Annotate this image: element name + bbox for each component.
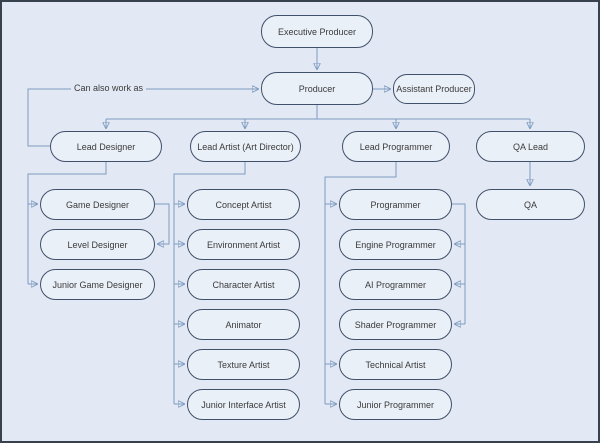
node-assistant-producer: Assistant Producer xyxy=(393,74,475,104)
node-animator: Animator xyxy=(187,309,300,340)
edge-programmer-trunk xyxy=(324,162,397,404)
node-programmer: Programmer xyxy=(339,189,452,220)
node-environment-artist: Environment Artist xyxy=(187,229,300,260)
edge-label-can-also-work-as: Can also work as xyxy=(71,83,147,94)
node-junior-programmer: Junior Programmer xyxy=(339,389,452,420)
node-qa: QA xyxy=(476,189,585,220)
node-engine-programmer: Engine Programmer xyxy=(339,229,452,260)
node-game-designer: Game Designer xyxy=(40,189,155,220)
node-lead-designer: Lead Designer xyxy=(50,131,162,162)
node-technical-artist: Technical Artist xyxy=(339,349,452,380)
edge-gamedesigner-to-leveldesigner xyxy=(155,203,170,244)
node-junior-game-designer: Junior Game Designer xyxy=(40,269,155,300)
node-junior-interface-artist: Junior Interface Artist xyxy=(187,389,300,420)
node-texture-artist: Texture Artist xyxy=(187,349,300,380)
node-shader-programmer: Shader Programmer xyxy=(339,309,452,340)
edge-designer-trunk xyxy=(27,162,107,284)
node-executive-producer: Executive Producer xyxy=(261,15,373,48)
node-lead-programmer: Lead Programmer xyxy=(342,131,450,162)
node-level-designer: Level Designer xyxy=(40,229,155,260)
edge-artist-trunk xyxy=(173,162,246,404)
node-producer: Producer xyxy=(261,72,373,105)
node-lead-artist: Lead Artist (Art Director) xyxy=(190,131,301,162)
node-character-artist: Character Artist xyxy=(187,269,300,300)
node-qa-lead: QA Lead xyxy=(476,131,585,162)
node-concept-artist: Concept Artist xyxy=(187,189,300,220)
node-ai-programmer: AI Programmer xyxy=(339,269,452,300)
edge-programmer-right-trunk xyxy=(452,203,466,324)
